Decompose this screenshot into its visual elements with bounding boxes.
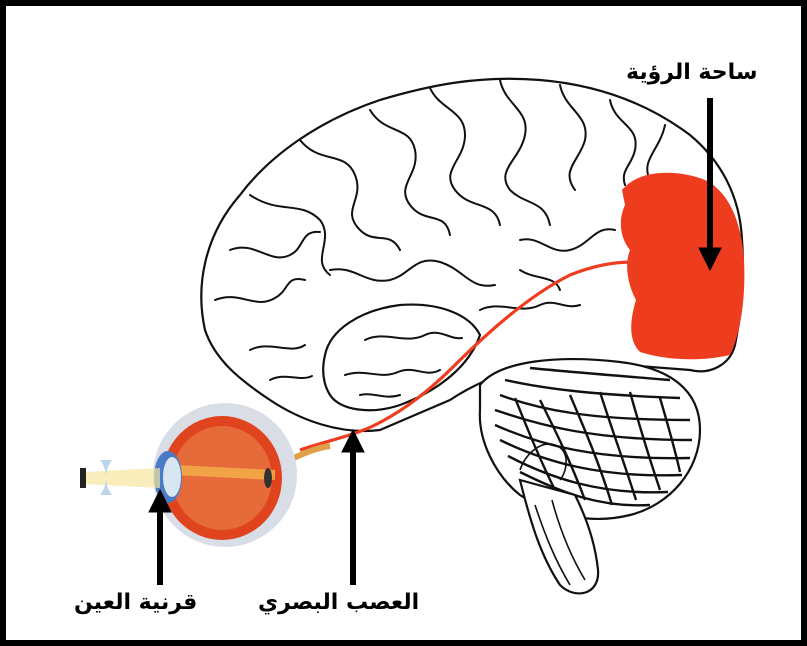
cornea-label: قرنية العين: [74, 590, 197, 615]
optic-nerve-label: العصب البصري: [258, 590, 419, 615]
eyeball: [153, 403, 297, 547]
light-beam: [85, 468, 160, 488]
cerebellum: [480, 359, 700, 519]
visual-area-label: ساحة الرؤية: [626, 60, 758, 85]
visual-area: [621, 173, 745, 359]
object-icon: [80, 468, 86, 488]
